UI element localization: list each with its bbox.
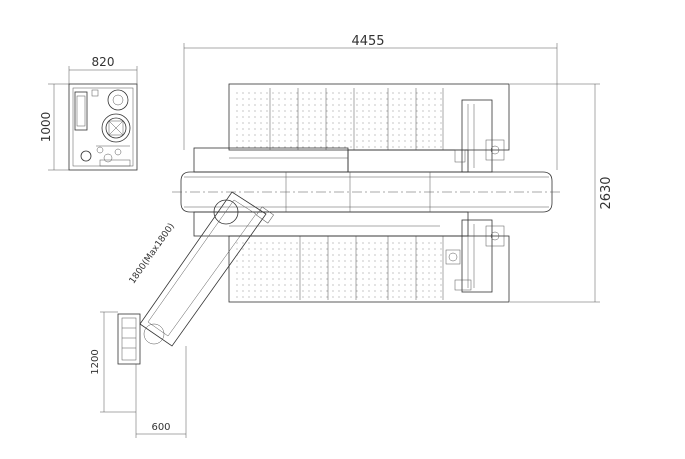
dimension-label-1200: 1200 xyxy=(90,349,101,374)
dimension-label-2630: 2630 xyxy=(599,176,614,209)
machine-body xyxy=(193,83,510,303)
dimension-control-box-depth: 1000 xyxy=(39,83,69,171)
dimension-feeder-width: 600 xyxy=(135,346,187,438)
dimension-feeder-depth: 1200 xyxy=(90,311,136,413)
dimension-label-conveyor-length: 1800(Max1800) xyxy=(128,222,177,286)
dimension-label-4455: 4455 xyxy=(351,34,384,49)
dimension-label-820: 820 xyxy=(92,55,115,69)
dimension-control-box-width: 820 xyxy=(68,55,138,84)
dimension-label-600: 600 xyxy=(151,422,170,433)
dimension-overall-width: 4455 xyxy=(183,34,558,170)
dimension-overall-depth: 2630 xyxy=(510,83,614,303)
main-conveyor xyxy=(172,171,562,213)
feeder-hopper xyxy=(117,313,141,365)
dimension-label-1000: 1000 xyxy=(39,112,53,143)
control-box xyxy=(68,83,138,171)
